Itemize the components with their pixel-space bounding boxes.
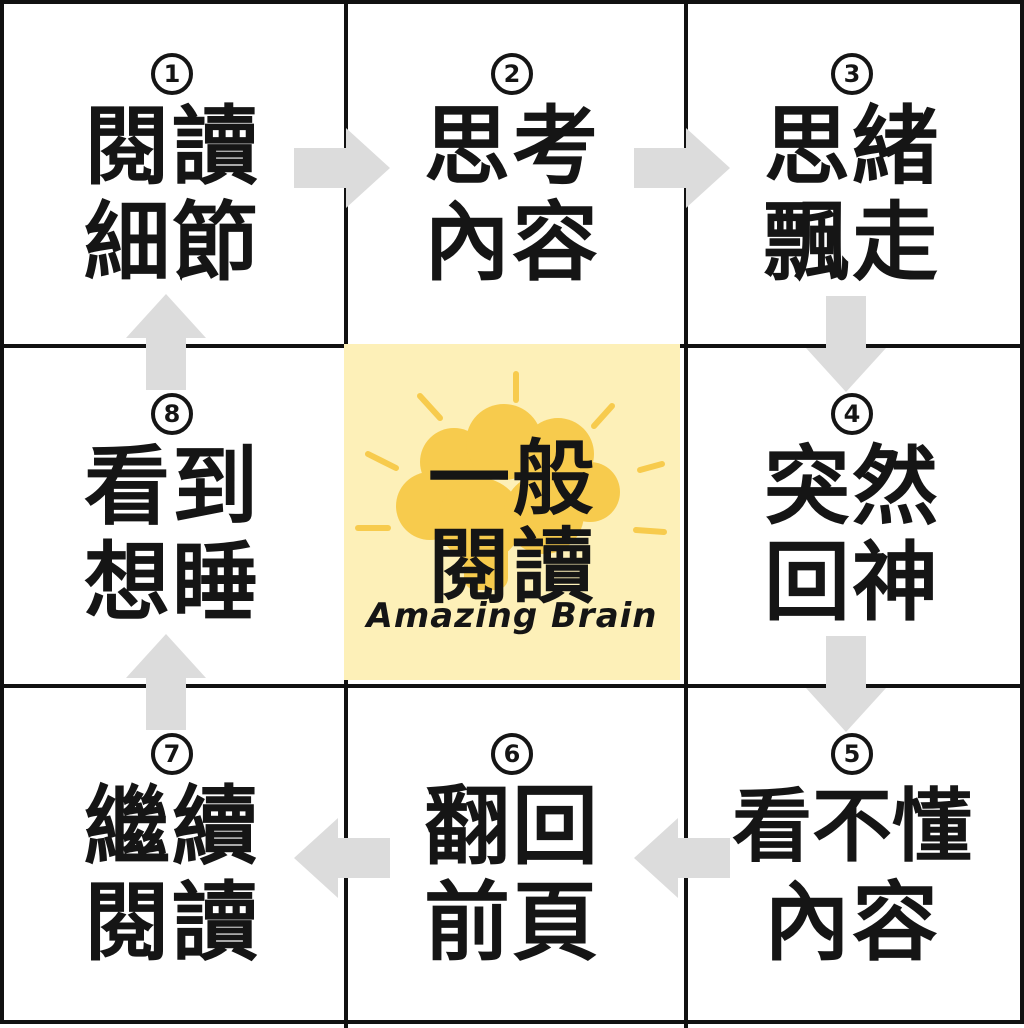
step-text-line: 思考 <box>424 97 600 197</box>
step-text-line: 看不懂 <box>732 780 972 873</box>
center-title-line: 閱讀 <box>427 520 596 615</box>
step-8-cell: 8 看到 想睡 <box>4 344 340 680</box>
center-title-line: 一般 <box>427 432 596 527</box>
arrow-up-icon <box>126 294 206 390</box>
arrow-left-icon <box>294 818 390 898</box>
grid-line <box>684 4 688 1028</box>
step-text-line: 內容 <box>764 873 940 973</box>
arrow-up-icon <box>126 634 206 730</box>
step-text-line: 細節 <box>84 193 260 293</box>
step-number-badge: 5 <box>831 733 873 775</box>
step-5-cell: 5 看不懂 內容 <box>684 684 1020 1020</box>
step-text-line: 思緒 <box>764 97 940 197</box>
step-text-line: 閱讀 <box>84 873 260 973</box>
step-number-badge: 8 <box>151 393 193 435</box>
step-number-badge: 2 <box>491 53 533 95</box>
step-number-badge: 7 <box>151 733 193 775</box>
step-number-badge: 3 <box>831 53 873 95</box>
step-number-badge: 1 <box>151 53 193 95</box>
brand-wordmark: Amazing Brain <box>366 596 658 636</box>
arrow-down-icon <box>806 636 886 732</box>
step-text-line: 突然 <box>764 437 940 537</box>
step-text-line: 飄走 <box>764 193 940 293</box>
brain-sun-icon <box>355 371 667 590</box>
step-text-line: 看到 <box>84 437 260 537</box>
step-text-line: 內容 <box>424 193 600 293</box>
step-text-line: 回神 <box>764 533 940 633</box>
step-text-line: 想睡 <box>84 533 260 633</box>
step-1-cell: 1 閱讀 細節 <box>4 4 340 340</box>
step-number-badge: 6 <box>491 733 533 775</box>
step-text-line: 閱讀 <box>84 97 260 197</box>
center-logo-cell: 一般 閱讀 Amazing Brain <box>344 344 680 680</box>
step-4-cell: 4 突然 回神 <box>684 344 1020 680</box>
step-text-line: 前頁 <box>424 873 600 973</box>
step-6-cell: 6 翻回 前頁 <box>344 684 680 1020</box>
step-2-cell: 2 思考 內容 <box>344 4 680 340</box>
step-7-cell: 7 繼續 閱讀 <box>4 684 340 1020</box>
arrow-left-icon <box>634 818 730 898</box>
grid-line <box>4 684 1024 688</box>
step-text-line: 繼續 <box>84 777 260 877</box>
step-text-line: 翻回 <box>424 777 600 877</box>
step-number-badge: 4 <box>831 393 873 435</box>
arrow-right-icon <box>294 128 390 208</box>
arrow-down-icon <box>806 296 886 392</box>
step-3-cell: 3 思緒 飄走 <box>684 4 1020 340</box>
arrow-right-icon <box>634 128 730 208</box>
